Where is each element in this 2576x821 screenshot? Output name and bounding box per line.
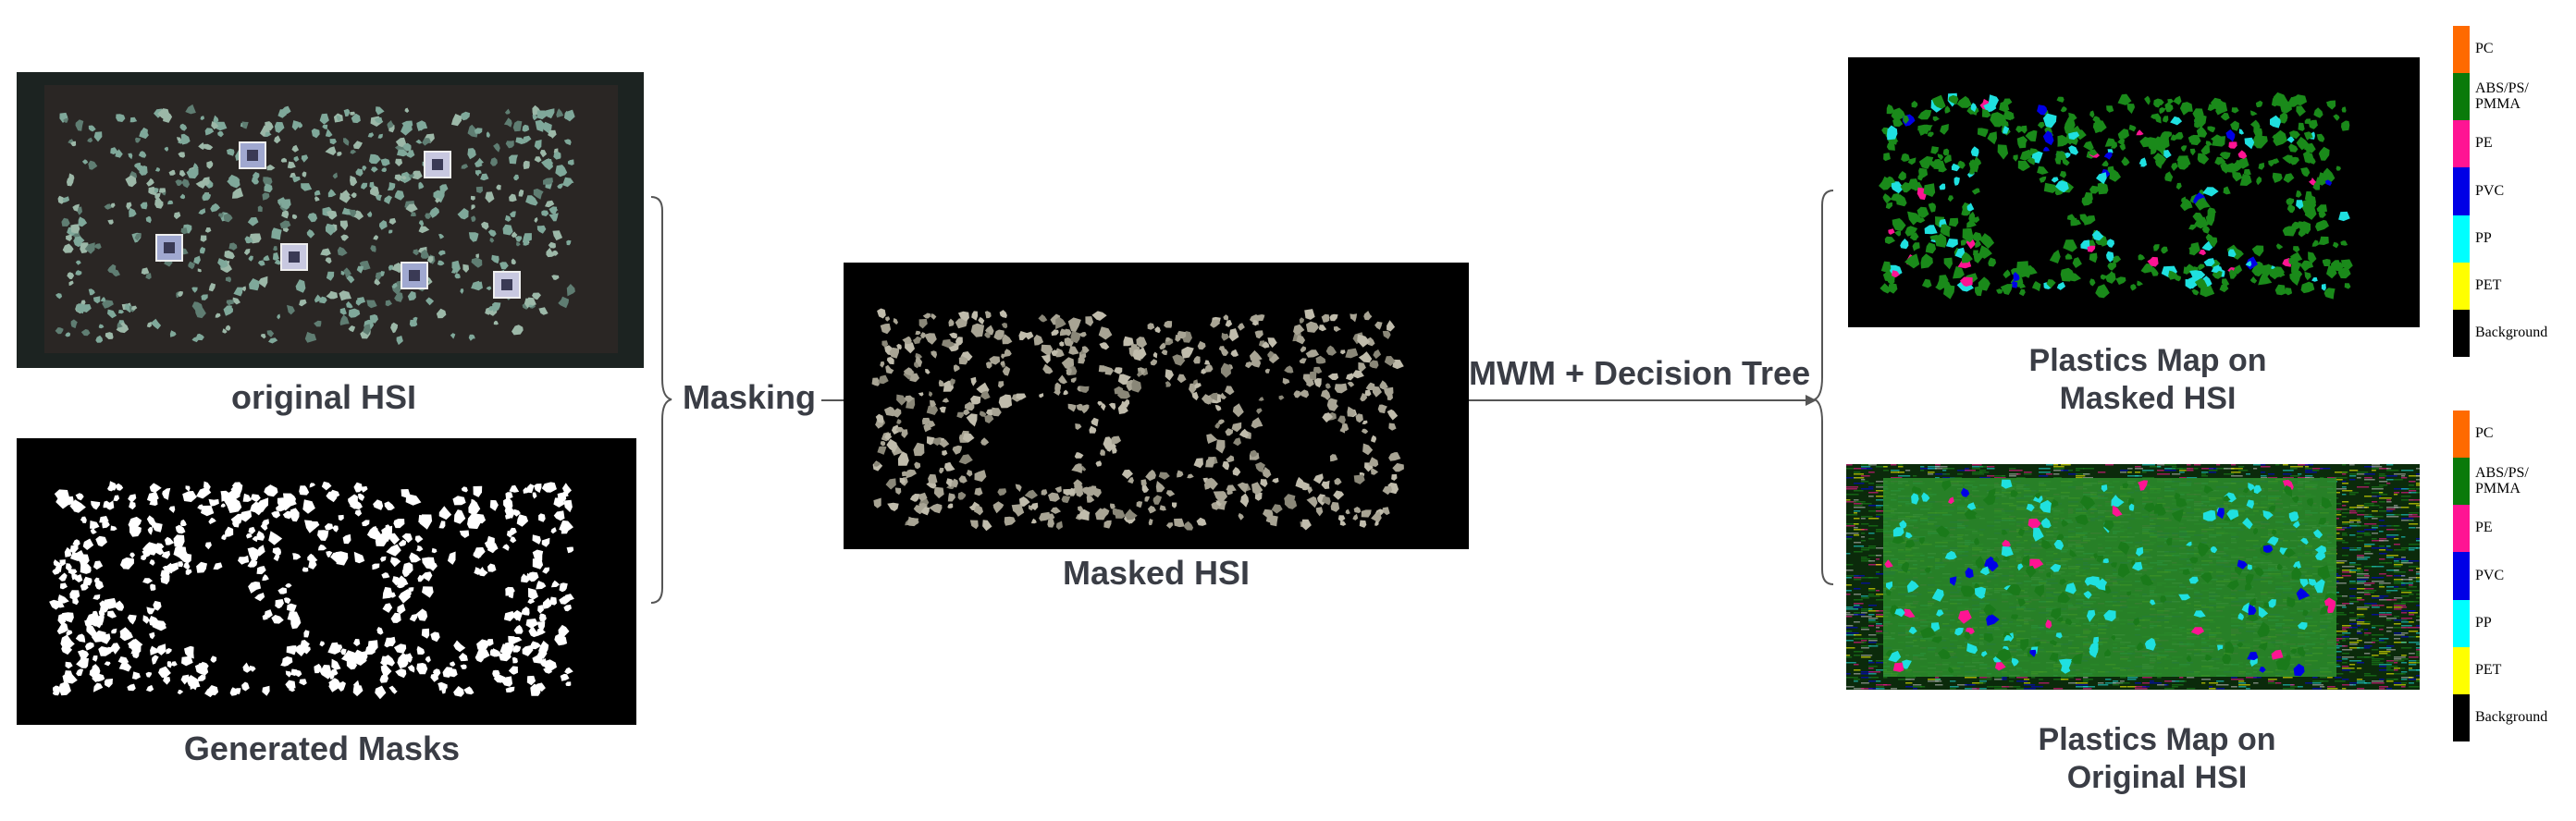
generated-masks-image — [17, 438, 636, 725]
legend-bottom-label-4: PP — [2475, 614, 2492, 631]
plastics-map-masked-image — [1848, 57, 2420, 327]
original-hsi-image — [17, 72, 644, 368]
legend-top-label-0: PC — [2475, 41, 2494, 57]
legend-bottom-label-1: ABS/PS/ PMMA — [2475, 464, 2529, 496]
legend-bottom-label-2: PE — [2475, 520, 2493, 536]
legend-bottom-swatch-5 — [2453, 646, 2470, 694]
legend-top-label-3: PVC — [2475, 182, 2505, 199]
legend-top-label-2: PE — [2475, 135, 2493, 152]
map-masked-fragments — [1879, 92, 2353, 300]
legend-top-swatch-4 — [2453, 214, 2470, 263]
legend-bottom-swatch-3 — [2453, 552, 2470, 600]
legend-top-swatch-3 — [2453, 167, 2470, 215]
plastics-map-original-caption-line1: Plastics Map on — [2038, 722, 2276, 757]
plastics-map-original-image — [1846, 464, 2420, 690]
legend-bottom-swatch-1 — [2453, 458, 2470, 506]
legend-top-swatch-6 — [2453, 309, 2470, 357]
map-original-fragments — [1884, 479, 2338, 677]
plastics-map-masked-caption-line2: Masked HSI — [2059, 380, 2237, 416]
legend-bottom-label-5: PET — [2475, 661, 2502, 678]
legend-bottom-label-0: PC — [2475, 425, 2494, 442]
legend-top-swatch-5 — [2453, 262, 2470, 310]
left-brace — [650, 196, 672, 604]
legend-top: PC ABS/PS/ PMMA PE PVC PP PET Background — [2453, 26, 2573, 357]
legend-bottom-swatch-4 — [2453, 599, 2470, 647]
masked-to-maps-arrowhead — [1806, 395, 1817, 406]
mwm-decision-tree-label: MWM + Decision Tree — [1469, 354, 1811, 392]
legend-bottom-colorbar — [2453, 410, 2470, 741]
legend-top-swatch-2 — [2453, 120, 2470, 168]
plastics-map-original-caption-line2: Original HSI — [2066, 759, 2248, 795]
legend-bottom-label-3: PVC — [2475, 567, 2505, 583]
legend-top-swatch-0 — [2453, 26, 2470, 74]
legend-top-swatch-1 — [2453, 73, 2470, 121]
masked-hsi-caption: Masked HSI — [1062, 554, 1251, 592]
legend-top-label-5: PET — [2475, 276, 2502, 293]
legend-bottom-swatch-6 — [2453, 693, 2470, 741]
masked-fragments — [871, 308, 1404, 532]
masking-label: Masking — [683, 378, 817, 416]
legend-bottom-swatch-2 — [2453, 505, 2470, 553]
generated-masks-caption: Generated Masks — [183, 729, 461, 767]
plastics-map-original-caption: Plastics Map on Original HSI — [1972, 721, 2342, 797]
mask-blobs — [49, 481, 574, 700]
legend-top-label-4: PP — [2475, 229, 2492, 246]
legend-bottom-swatch-0 — [2453, 410, 2470, 459]
legend-bottom-label-6: Background — [2475, 708, 2548, 725]
legend-bottom: PC ABS/PS/ PMMA PE PVC PP PET Background — [2453, 410, 2573, 741]
legend-top-label-1: ABS/PS/ PMMA — [2475, 80, 2529, 112]
plastics-map-masked-caption: Plastics Map on Masked HSI — [1963, 342, 2333, 418]
original-hsi-caption: original HSI — [230, 378, 417, 416]
legend-top-colorbar — [2453, 26, 2470, 357]
plastics-map-masked-caption-line1: Plastics Map on — [2028, 343, 2267, 378]
legend-top-label-6: Background — [2475, 324, 2548, 340]
masked-hsi-image — [844, 263, 1469, 549]
